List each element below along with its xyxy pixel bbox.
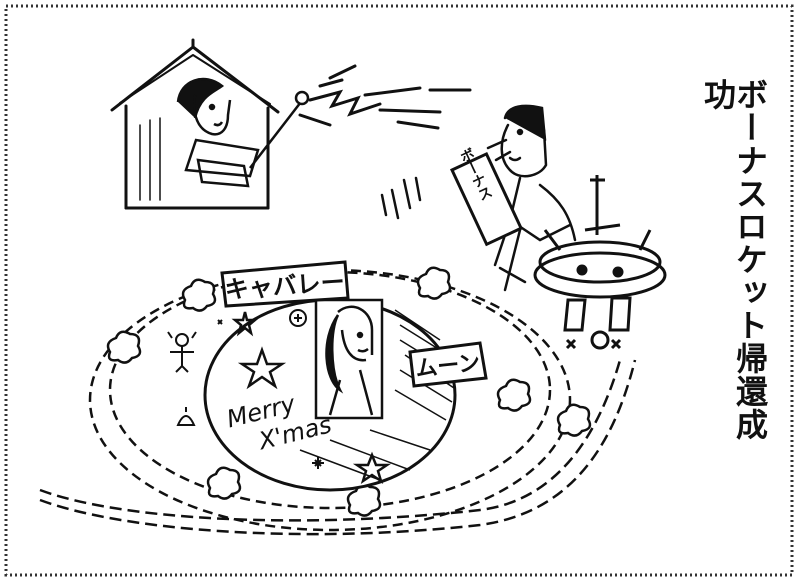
signal-lines [298,64,472,130]
planet-stars [231,311,392,484]
small-figure [167,331,197,373]
house-illustration [110,38,280,210]
cabaret-sign: キャバレー [220,260,350,308]
portrait-woman [314,298,384,420]
sparkle [217,319,324,469]
moon-sign: ムーン [408,341,488,388]
rocket-saucer [533,175,667,350]
orbit-trail [39,268,637,536]
exhaust-puffs [106,266,592,517]
woman-at-window [176,77,310,188]
man-on-rocket [486,104,577,292]
caption-title: ボーナスロケット帰還成功 [699,78,769,441]
emblem-circle [289,309,307,327]
bell-shape [176,407,196,426]
panel-border [4,4,794,577]
motion-strokes [380,176,422,220]
bonus-sign: ボーナス [450,146,524,247]
